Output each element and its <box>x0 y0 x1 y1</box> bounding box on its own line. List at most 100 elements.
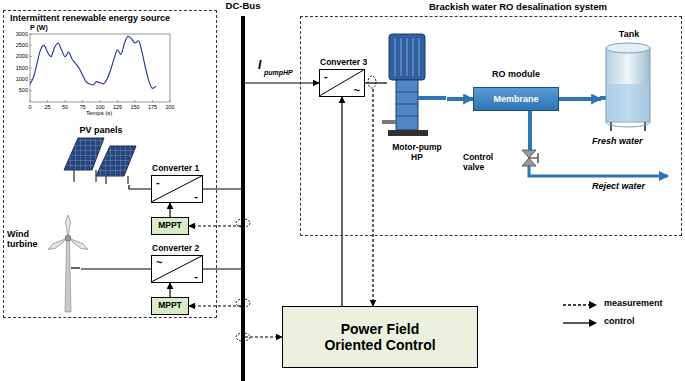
tick-label: 25 <box>38 104 58 110</box>
converter-sign: - <box>194 191 198 202</box>
picture-node: Motor-pump HP <box>387 31 447 163</box>
converter-sign: - <box>324 70 328 83</box>
pv-panels-picture <box>127 176 129 184</box>
solid-arrow-sample <box>562 317 598 329</box>
converter-diagonal <box>152 176 202 202</box>
motor-pump-picture <box>396 116 418 117</box>
converter-sign: ~ <box>156 256 162 269</box>
node-label: DC-Bus <box>226 1 261 12</box>
axis-tick <box>135 100 136 102</box>
mppt-box: MPPT <box>151 217 189 235</box>
connection-line <box>169 203 170 217</box>
motor-pump-picture <box>418 96 446 100</box>
tick-label: 125 <box>108 104 128 110</box>
connection-line <box>365 82 387 83</box>
system-boundary: PV panelsConverter 1--Wind turbineConver… <box>3 10 217 318</box>
node-label: MPPT <box>158 301 182 311</box>
measurement-probe <box>236 76 376 341</box>
pv-panels-picture <box>64 138 136 184</box>
measurement-line <box>372 89 373 306</box>
converter-diagonal <box>320 70 364 96</box>
legend-label: control <box>604 316 635 326</box>
axis-tick <box>30 68 32 69</box>
system-boundary: Converter 3-~Motor-pump HPRO moduleMembr… <box>300 16 682 236</box>
tick-label: 1500 <box>2 65 28 71</box>
tank-picture <box>600 43 650 131</box>
motor-pump-picture <box>382 120 396 124</box>
motor-pump-picture <box>396 104 418 105</box>
axis-tick <box>30 56 32 57</box>
mppt-box: MPPT <box>151 297 189 315</box>
current-label: I <box>258 59 261 73</box>
control-valve-picture <box>522 150 538 166</box>
motor-pump-picture <box>407 38 408 76</box>
tick-label: 100 <box>90 104 110 110</box>
dashed-arrow-sample <box>589 301 597 309</box>
converter-box: Converter 1-- <box>151 175 203 203</box>
connection-line <box>81 268 151 269</box>
tick-label: 1000 <box>2 76 28 82</box>
tick-label: 150 <box>125 104 145 110</box>
measurement-line <box>189 225 241 226</box>
tank-picture <box>606 48 650 122</box>
power-chart <box>30 34 170 102</box>
flow-label: Fresh water <box>592 136 643 146</box>
picture-node: Control valve <box>463 151 541 183</box>
converter-box: Converter 3-~ <box>319 69 365 97</box>
motor-pump-picture <box>401 38 402 76</box>
tank-picture <box>606 43 650 53</box>
wind-turbine-picture <box>47 215 89 312</box>
tick-label: 500 <box>2 87 28 93</box>
tick-label: 2000 <box>2 53 28 59</box>
tick-label: 0 <box>20 104 40 110</box>
pv-panels-picture <box>64 138 104 170</box>
flow-label: Reject water <box>592 181 645 191</box>
motor-pump-picture <box>419 38 420 76</box>
connection-line <box>245 82 319 83</box>
node-label: Motor-pump HP <box>387 143 447 163</box>
axis-tick <box>30 34 32 35</box>
tick-label: 75 <box>73 104 93 110</box>
converter-box: Converter 2~- <box>151 255 203 283</box>
motor-pump-picture <box>395 38 396 76</box>
water-pipe <box>528 111 532 151</box>
axis-tick <box>152 100 153 102</box>
power-curve <box>30 36 156 88</box>
axis-tick <box>30 90 32 91</box>
axis-tick <box>47 100 48 102</box>
membrane-box: Membrane <box>473 87 559 111</box>
dc-bus-bar: DC-Bus <box>241 16 245 381</box>
legend-row: control <box>562 316 682 330</box>
node-label: Wind turbine <box>7 229 51 250</box>
solid-arrow-sample <box>589 319 597 327</box>
axis-tick <box>117 100 118 102</box>
converter-sign: ~ <box>354 85 360 96</box>
legend-row: measurement <box>562 298 682 312</box>
node-label: Brackish water RO desalination system <box>429 2 607 13</box>
chart-frame <box>30 34 170 102</box>
control-valve-picture <box>522 158 536 166</box>
motor-pump-picture <box>382 34 446 136</box>
reject-water-pipe <box>529 166 668 176</box>
control-valve-picture <box>529 157 538 158</box>
converter-diagonal <box>152 256 202 282</box>
motor-pump-picture <box>389 34 425 80</box>
tick-label: 2500 <box>2 42 28 48</box>
control-box: Power Field Oriented Control <box>282 306 478 368</box>
current-label: pumpHP <box>264 69 293 77</box>
tick-label: 200 <box>160 104 180 110</box>
tick-label: 175 <box>143 104 163 110</box>
solid-arrow-sample <box>563 322 590 323</box>
motor-pump-picture <box>396 92 418 93</box>
tank-picture <box>606 122 650 127</box>
dashed-arrow-sample <box>563 304 590 305</box>
water-pipe <box>447 97 473 101</box>
picture-node: Wind turbine <box>7 211 81 315</box>
connection-line <box>129 185 151 189</box>
converter-sign: - <box>156 176 160 189</box>
control-valve-picture <box>537 153 538 163</box>
